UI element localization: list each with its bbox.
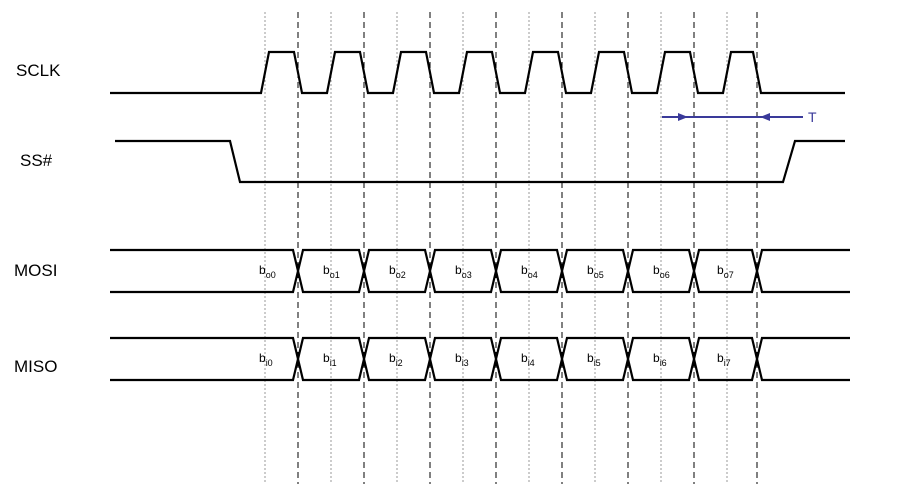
- period-arrow-left: [678, 113, 688, 121]
- miso-bit-3: bi3: [455, 351, 469, 368]
- miso-bit-6: bi6: [653, 351, 667, 368]
- miso-bit-5: bi5: [587, 351, 601, 368]
- mosi-bit-7: bo7: [717, 263, 734, 280]
- label-mosi: MOSI: [14, 261, 57, 280]
- label-sclk: SCLK: [16, 61, 61, 80]
- miso-bus: bi0 bi1 bi2 bi3 bi4 bi5 bi6 bi7: [110, 336, 850, 382]
- miso-bit-7: bi7: [717, 351, 731, 368]
- period-marker: T: [662, 109, 817, 125]
- miso-bit-1: bi1: [323, 351, 337, 368]
- miso-bit-4: bi4: [521, 351, 535, 368]
- clock-edge-guides: [264, 12, 758, 484]
- period-arrow-right: [760, 113, 770, 121]
- ss-waveform: [115, 139, 845, 184]
- sclk-waveform: [110, 50, 845, 95]
- label-ss: SS#: [20, 151, 53, 170]
- mosi-bit-0: bo0: [259, 263, 276, 280]
- mosi-upper-rail: [110, 248, 850, 272]
- label-miso: MISO: [14, 357, 57, 376]
- mosi-lower-rail: [110, 270, 850, 294]
- miso-lower-rail: [110, 358, 850, 382]
- miso-bit-2: bi2: [389, 351, 403, 368]
- miso-bit-0: bi0: [259, 351, 273, 368]
- miso-upper-rail: [110, 336, 850, 360]
- period-label: T: [808, 109, 817, 125]
